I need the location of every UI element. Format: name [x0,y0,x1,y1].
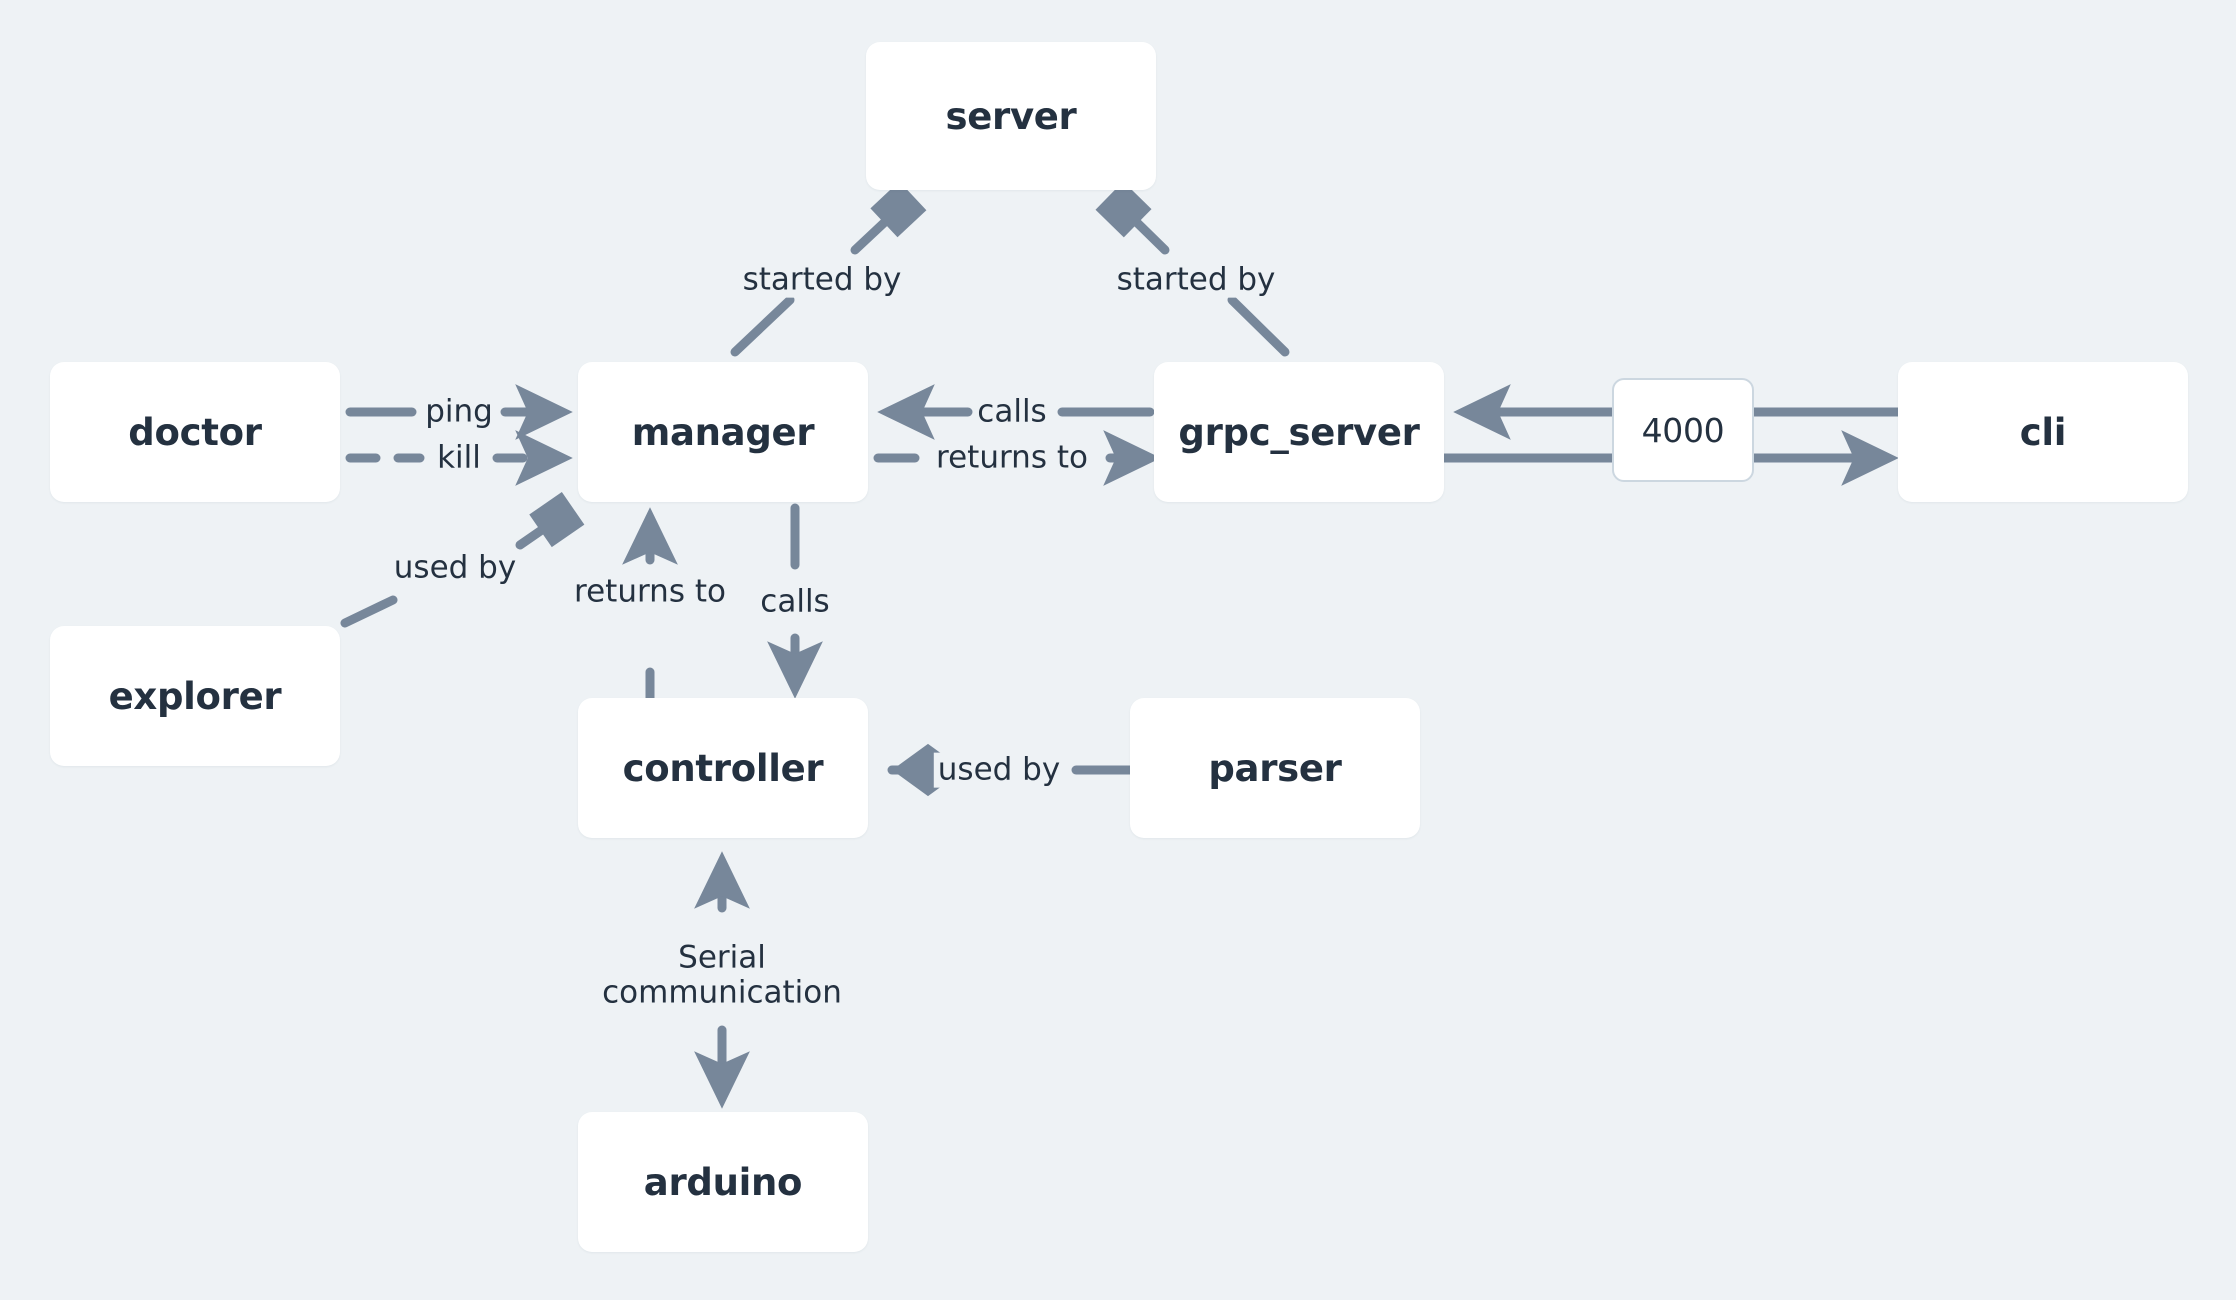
edge-label-used-by-explorer: used by [389,550,521,586]
node-parser[interactable]: parser [1130,698,1420,838]
node-parser-label: parser [1208,746,1342,790]
edge-label-calls-controller: calls [756,584,834,620]
node-cli[interactable]: cli [1898,362,2188,502]
node-grpc-server-label: grpc_server [1178,410,1420,454]
node-controller[interactable]: controller [578,698,868,838]
node-controller-label: controller [622,746,824,790]
node-server[interactable]: server [866,42,1156,190]
node-manager-label: manager [631,410,815,454]
node-arduino-label: arduino [643,1160,803,1204]
node-doctor-label: doctor [128,410,262,454]
node-cli-label: cli [2019,410,2067,454]
node-arduino[interactable]: arduino [578,1112,868,1252]
edge-label-started-by-manager: started by [738,262,906,298]
edge-label-calls-grpc-manager: calls [973,394,1051,430]
edge-label-returns-to-manager: returns to [556,574,744,610]
node-server-label: server [945,94,1077,138]
edge-label-serial-communication: Serial communication [558,940,886,1010]
edge-label-returns-to-grpc: returns to [932,440,1092,476]
edge-label-started-by-grpc: started by [1112,262,1280,298]
edge-label-kill: kill [433,440,485,476]
node-manager[interactable]: manager [578,362,868,502]
node-explorer[interactable]: explorer [50,626,340,766]
node-explorer-label: explorer [108,674,282,718]
node-port-4000[interactable]: 4000 [1612,378,1754,482]
node-grpc-server[interactable]: grpc_server [1154,362,1444,502]
edge-label-used-by-parser: used by [933,752,1065,788]
node-doctor[interactable]: doctor [50,362,340,502]
edge-label-ping: ping [421,394,497,430]
node-port-4000-label: 4000 [1641,410,1725,450]
